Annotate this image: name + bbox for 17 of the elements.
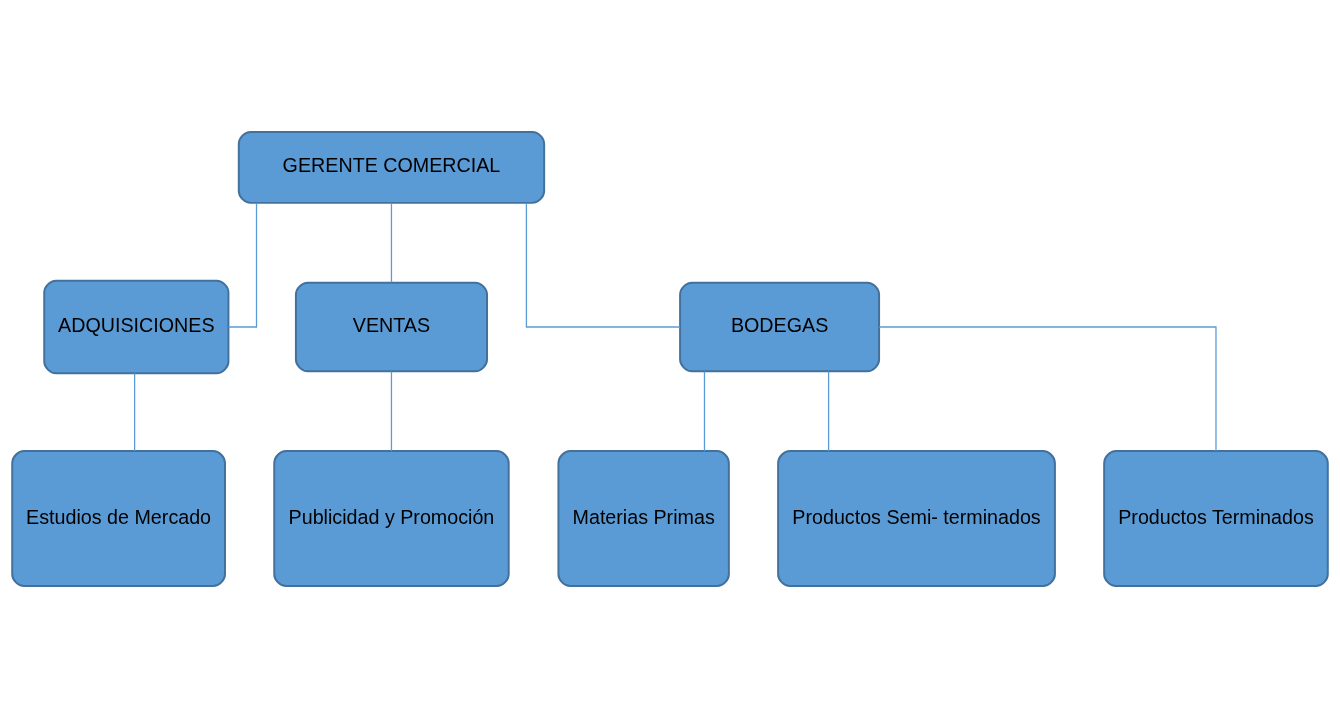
connector xyxy=(878,325,1217,452)
connector xyxy=(390,202,393,283)
node-box: Publicidad y Promoción xyxy=(273,449,510,587)
connector xyxy=(133,372,136,452)
node-box: ADQUISICIONES xyxy=(43,279,230,374)
node-box: GERENTE COMERCIAL xyxy=(237,130,546,204)
connector xyxy=(525,202,681,328)
node-box: Estudios de Mercado xyxy=(11,449,226,587)
node-box: VENTAS xyxy=(294,281,488,372)
connector xyxy=(827,370,830,452)
connector xyxy=(228,202,258,328)
node-box: Productos Semi- terminados xyxy=(777,449,1056,587)
node-box: Productos Terminados xyxy=(1103,449,1329,587)
connector xyxy=(390,370,393,452)
connector xyxy=(703,370,706,452)
node-box: Materias Primas xyxy=(557,449,730,587)
node-box: BODEGAS xyxy=(679,281,881,372)
